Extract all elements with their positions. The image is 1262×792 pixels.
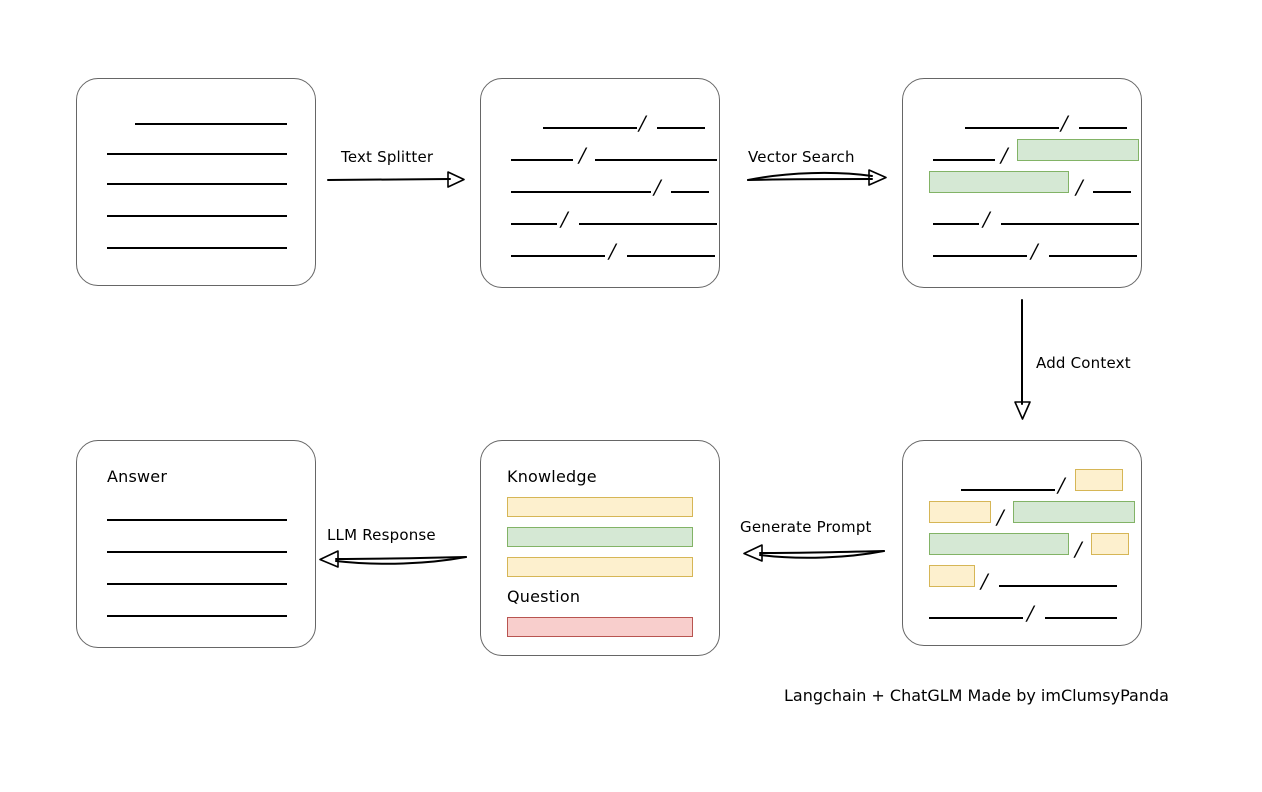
chunk-slash: /	[561, 207, 568, 231]
node-split-chunks[interactable]: / / / / /	[480, 78, 720, 288]
chunk-segment-highlight-yellow	[1075, 469, 1123, 491]
arrow-vector-search	[747, 169, 887, 186]
chunk-segment-highlight-green	[1013, 501, 1135, 523]
chunk-slash: /	[639, 111, 646, 135]
prompt-question-label: Question	[507, 587, 581, 606]
answer-line	[107, 519, 287, 521]
chunk-segment	[933, 255, 1027, 257]
arrow-text-splitter	[327, 171, 465, 188]
chunk-segment	[511, 255, 605, 257]
chunk-slash: /	[1027, 601, 1034, 625]
chunk-segment	[933, 223, 979, 225]
chunk-slash: /	[579, 143, 586, 167]
chunk-segment-highlight-green	[929, 171, 1069, 193]
answer-line	[107, 551, 287, 553]
edge-label-llm-response: LLM Response	[327, 526, 436, 544]
node-prompt[interactable]: Knowledge Question	[480, 440, 720, 656]
edge-label-vector-search: Vector Search	[748, 148, 855, 166]
node-answer[interactable]: Answer	[76, 440, 316, 648]
document-line	[107, 247, 287, 249]
document-line	[107, 183, 287, 185]
node-context-chunks[interactable]: / / / / /	[902, 440, 1142, 646]
answer-label: Answer	[107, 467, 168, 486]
chunk-slash: /	[609, 239, 616, 263]
edge-label-generate-prompt: Generate Prompt	[740, 518, 872, 536]
prompt-knowledge-bar	[507, 527, 693, 547]
footer-credit: Langchain + ChatGLM Made by imClumsyPand…	[784, 686, 1169, 705]
chunk-segment-highlight-green	[929, 533, 1069, 555]
chunk-segment	[961, 489, 1055, 491]
document-line	[135, 123, 287, 125]
chunk-slash: /	[983, 207, 990, 231]
chunk-segment	[511, 191, 651, 193]
chunk-segment	[933, 159, 995, 161]
document-line	[107, 153, 287, 155]
document-line	[107, 215, 287, 217]
node-source-document[interactable]	[76, 78, 316, 286]
prompt-knowledge-label: Knowledge	[507, 467, 597, 486]
chunk-slash: /	[654, 175, 661, 199]
chunk-segment	[543, 127, 637, 129]
chunk-segment	[1049, 255, 1137, 257]
chunk-segment	[999, 585, 1117, 587]
chunk-slash: /	[1075, 537, 1082, 561]
chunk-segment	[511, 159, 573, 161]
edge-label-text-splitter: Text Splitter	[341, 148, 434, 166]
answer-line	[107, 615, 287, 617]
chunk-segment-highlight-yellow	[929, 501, 991, 523]
node-matched-chunks[interactable]: / / / / /	[902, 78, 1142, 288]
arrow-llm-response	[319, 550, 467, 568]
answer-line	[107, 583, 287, 585]
chunk-segment	[579, 223, 717, 225]
chunk-segment	[511, 223, 557, 225]
chunk-segment	[595, 159, 717, 161]
chunk-segment	[929, 617, 1023, 619]
chunk-slash: /	[1001, 143, 1008, 167]
chunk-segment-highlight-green	[1017, 139, 1139, 161]
chunk-segment	[627, 255, 715, 257]
chunk-slash: /	[997, 505, 1004, 529]
chunk-slash: /	[1058, 473, 1065, 497]
chunk-slash: /	[981, 569, 988, 593]
chunk-segment	[657, 127, 705, 129]
chunk-segment	[671, 191, 709, 193]
chunk-segment-highlight-yellow	[1091, 533, 1129, 555]
arrow-generate-prompt	[743, 544, 885, 562]
prompt-knowledge-bar	[507, 497, 693, 517]
prompt-knowledge-bar	[507, 557, 693, 577]
edge-label-add-context: Add Context	[1036, 354, 1131, 372]
chunk-segment	[1045, 617, 1117, 619]
chunk-segment	[1079, 127, 1127, 129]
chunk-slash: /	[1031, 239, 1038, 263]
arrow-add-context	[1014, 299, 1031, 420]
chunk-slash: /	[1061, 111, 1068, 135]
chunk-segment	[1093, 191, 1131, 193]
chunk-segment-highlight-yellow	[929, 565, 975, 587]
chunk-segment	[965, 127, 1059, 129]
chunk-slash: /	[1076, 175, 1083, 199]
chunk-segment	[1001, 223, 1139, 225]
prompt-question-bar	[507, 617, 693, 637]
